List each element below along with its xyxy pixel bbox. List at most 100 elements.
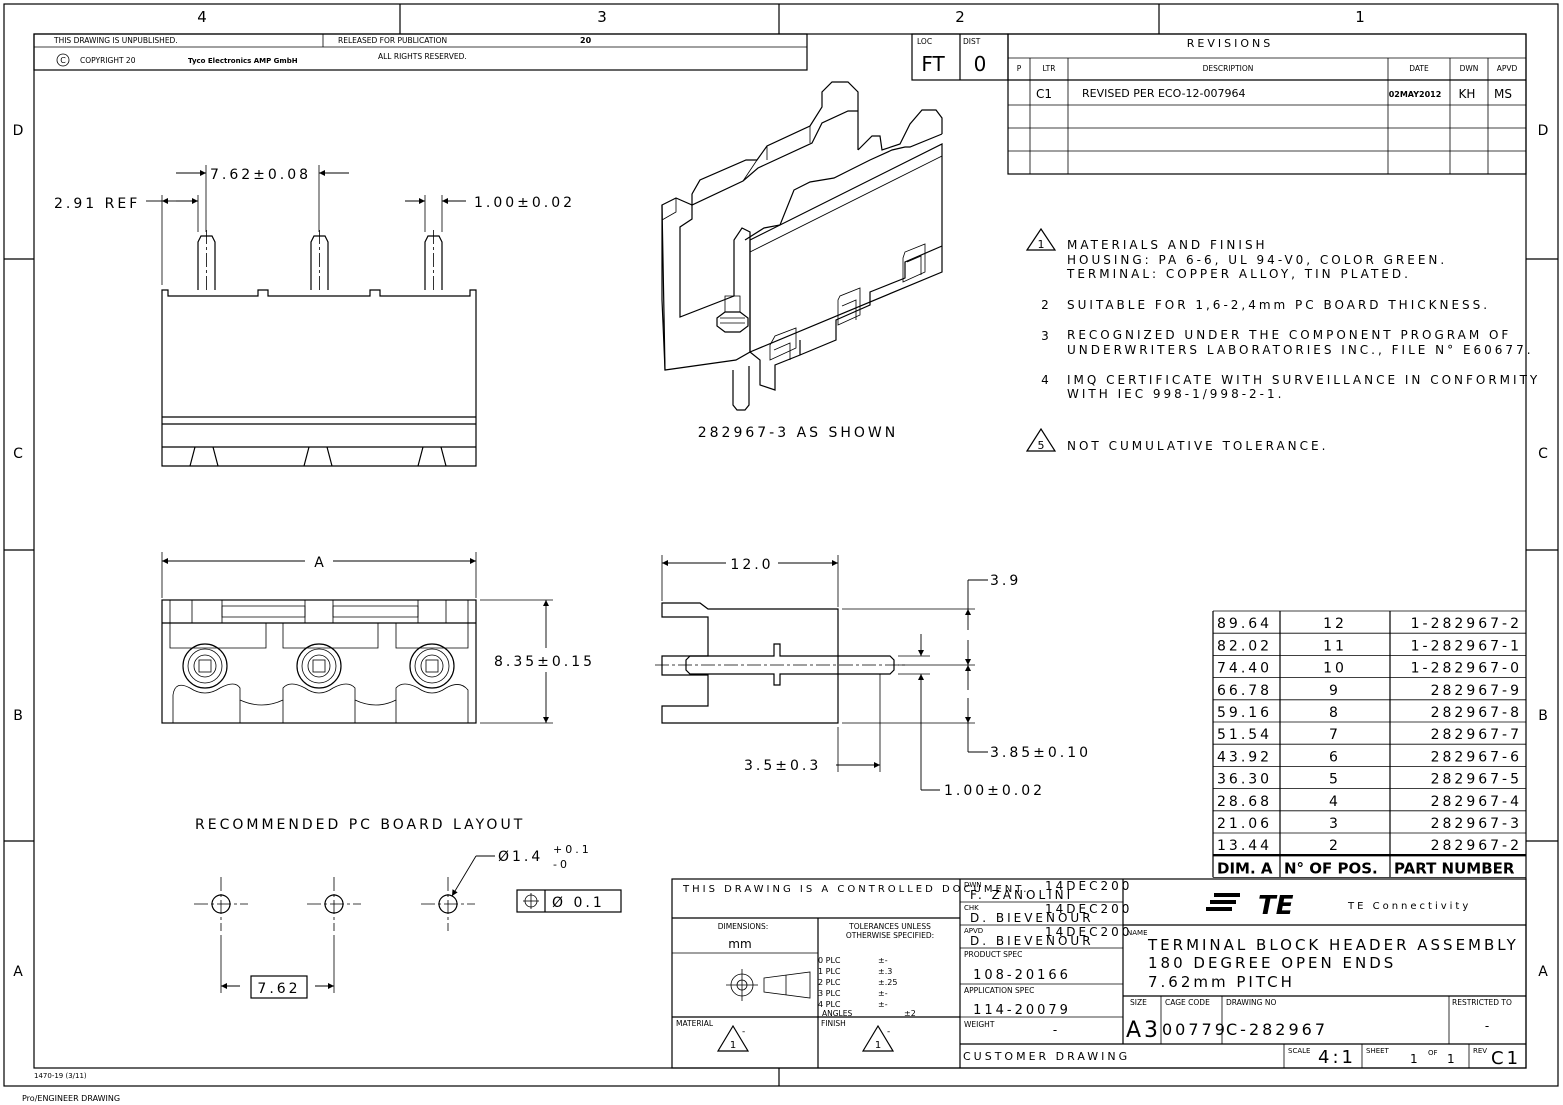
depth-dimension: 12.0 (730, 557, 773, 573)
zone-labels: 4 3 2 1 D C B A D C B A (13, 8, 1549, 980)
chk-name: D. BIEVENOUR (970, 911, 1094, 925)
tolerance-value: ±- (878, 989, 888, 998)
table-cell-part-number: 282967-9 (1431, 683, 1522, 699)
rev-header-date: DATE (1409, 64, 1429, 73)
svg-text:5: 5 (1038, 439, 1045, 452)
svg-text:1: 1 (1038, 238, 1045, 251)
table-cell-part-number: 282967-7 (1431, 727, 1522, 743)
te-logo-icon (1206, 893, 1240, 911)
zone-row-b-right: B (1538, 708, 1548, 724)
drawing-no-label: DRAWING NO (1226, 998, 1276, 1007)
rev-description: REVISED PER ECO-12-007964 (1082, 87, 1246, 100)
chk-label: CHK (964, 904, 979, 912)
table-cell-positions: 5 (1329, 772, 1341, 788)
table-cell-dim-a: 21.06 (1217, 816, 1272, 832)
tolerance-value: ±.25 (878, 978, 897, 987)
table-cell-part-number: 282967-2 (1431, 838, 1522, 854)
pin-width-dimension: 1.00±0.02 (474, 195, 575, 211)
zone-row-b-left: B (13, 708, 23, 724)
zone-col-1: 1 (1355, 8, 1365, 26)
tolerance-place: 3 PLC (818, 989, 841, 998)
note-3-line-2: UNDERWRITERS LABORATORIES INC., FILE N° … (1067, 343, 1534, 357)
tolerance-value: ±- (878, 1000, 888, 1009)
tolerance-place: 2 PLC (818, 978, 841, 987)
dist-value: 0 (974, 52, 987, 76)
copyright-company: Tyco Electronics AMP GmbH (188, 57, 298, 65)
notes: 1 MATERIALS AND FINISH HOUSING: PA 6-6, … (1025, 227, 1540, 453)
front-view-dimensions: 7.62±0.08 2.91 REF 1.00±0.02 (54, 165, 575, 285)
position-tolerance: Ø 0.1 (552, 895, 605, 911)
zone-row-a-left: A (13, 964, 23, 980)
top-view (161, 599, 477, 724)
table-cell-dim-a: 66.78 (1217, 683, 1272, 699)
table-cell-positions: 4 (1329, 794, 1341, 810)
tolerance-value: ±.3 (878, 967, 892, 976)
table-cell-dim-a: 51.54 (1217, 727, 1272, 743)
position-tolerance-frame (516, 889, 622, 913)
table-cell-dim-a: 13.44 (1217, 838, 1272, 854)
copyright-text: COPYRIGHT 20 (80, 56, 136, 65)
svg-text:-: - (742, 1027, 745, 1037)
loc-value: FT (921, 52, 945, 76)
table-cell-part-number: 282967-3 (1431, 816, 1522, 832)
name-label: NAME (1127, 929, 1148, 937)
layout-pitch: 7.62 (257, 981, 300, 997)
weight-label: WEIGHT (964, 1020, 995, 1029)
title-line-3: 7.62mm PITCH (1148, 973, 1295, 991)
note-flag-icon (1025, 427, 1057, 452)
zone-row-d-right: D (1538, 123, 1549, 139)
tolerances-label-1: TOLERANCES UNLESS (848, 922, 931, 931)
dim-3-85: 3.85±0.10 (990, 745, 1091, 761)
tolerance-value: ±- (878, 956, 888, 965)
table-cell-part-number: 1-282967-2 (1411, 616, 1522, 632)
released-text: RELEASED FOR PUBLICATION (338, 36, 447, 45)
weight-value: - (1053, 1023, 1057, 1037)
publication-strip: THIS DRAWING IS UNPUBLISHED. RELEASED FO… (33, 33, 808, 71)
software-label: Pro/ENGINEER DRAWING (22, 1094, 120, 1103)
rev-header-apvd: APVD (1497, 64, 1518, 73)
svg-text:2: 2 (1041, 298, 1049, 312)
table-cell-positions: 10 (1323, 661, 1347, 677)
tolerance-place: 0 PLC (818, 956, 841, 965)
table-cell-dim-a: 59.16 (1217, 705, 1272, 721)
customer-drawing: CUSTOMER DRAWING (963, 1050, 1130, 1063)
tolerance-place: 1 PLC (818, 967, 841, 976)
table-cell-positions: 2 (1329, 838, 1341, 854)
rev-header-dwn: DWN (1460, 64, 1479, 73)
finish-flag-icon (861, 1024, 895, 1052)
rev-dwn: KH (1459, 87, 1476, 101)
note-4-line-1: IMQ CERTIFICATE WITH SURVEILLANCE IN CON… (1067, 373, 1540, 387)
table-cell-part-number: 1-282967-0 (1411, 661, 1522, 677)
application-spec-label: APPLICATION SPEC (964, 986, 1034, 995)
revisions-table: REVISIONS P LTR DESCRIPTION DATE DWN APV… (1007, 33, 1527, 175)
tolerances-label-2: OTHERWISE SPECIFIED: (846, 931, 934, 940)
note-flag-icon (1025, 227, 1057, 251)
angles-label: ANGLES (822, 1009, 852, 1018)
title-block: THIS DRAWING IS A CONTROLLED DOCUMENT. D… (671, 878, 1527, 1069)
apvd-name: D. BIEVENOUR (970, 934, 1094, 948)
rev-ltr: C1 (1036, 87, 1052, 101)
svg-text:1: 1 (730, 1040, 736, 1051)
of-label: OF (1428, 1049, 1438, 1057)
te-logo-text: TE (1258, 891, 1294, 921)
table-cell-positions: 6 (1329, 749, 1341, 765)
table-cell-part-number: 282967-4 (1431, 794, 1522, 810)
dim-1-00: 1.00±0.02 (944, 783, 1045, 799)
product-spec-label: PRODUCT SPEC (964, 950, 1022, 959)
size-label: SIZE (1130, 998, 1147, 1007)
rev-value: C1 (1491, 1048, 1521, 1069)
top-view-dimensions: A 8.35±0.15 (161, 552, 592, 724)
zone-col-3: 3 (597, 8, 607, 26)
side-view (655, 602, 905, 724)
rev-header-p: P (1017, 64, 1022, 73)
zone-row-c-right: C (1538, 446, 1548, 462)
copyright-icon (56, 53, 70, 67)
dimensions-label: DIMENSIONS: (718, 922, 769, 931)
zone-row-d-left: D (13, 123, 24, 139)
scale-label: SCALE (1288, 1047, 1310, 1055)
front-view (161, 230, 477, 467)
pitch-dimension: 7.62±0.08 (210, 167, 311, 183)
layout-title: RECOMMENDED PC BOARD LAYOUT (195, 817, 525, 833)
